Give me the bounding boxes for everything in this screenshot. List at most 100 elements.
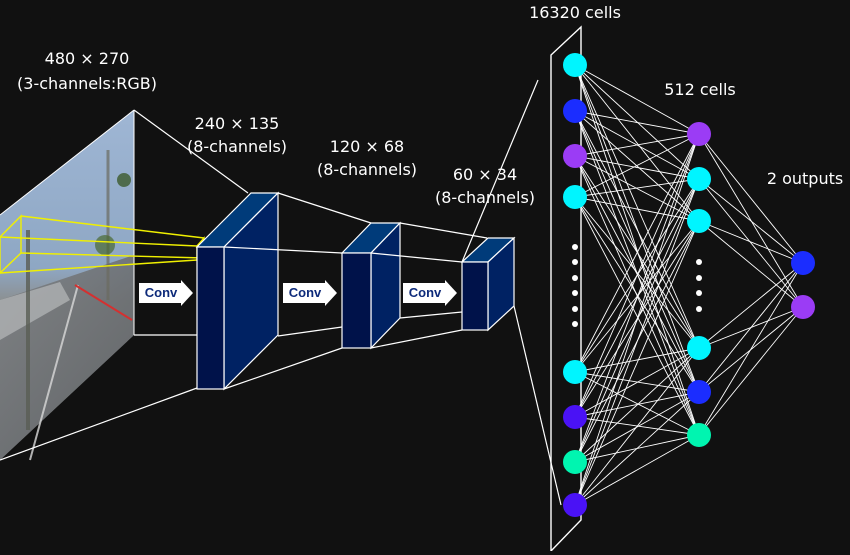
ellipsis-dot [572, 244, 578, 250]
connection-line [698, 262, 804, 393]
building-area [0, 282, 70, 340]
hidden-node [687, 122, 711, 146]
conv-block-2 [340, 221, 402, 350]
connection-line [574, 133, 700, 157]
block-front-face [461, 261, 489, 331]
ellipsis-dot [572, 259, 578, 265]
connection-line [574, 178, 700, 506]
input-image [0, 109, 135, 461]
conv-block-1 [195, 191, 280, 391]
arrow-right-icon [181, 280, 193, 306]
ellipsis-dot [696, 306, 702, 312]
flatten-node [563, 405, 587, 429]
flatten-node [563, 53, 587, 77]
connection-line [574, 371, 700, 436]
ellipsis-dot [696, 290, 702, 296]
network-connections [574, 64, 804, 506]
connection-line [574, 196, 700, 349]
connection-line [574, 110, 700, 349]
hidden-node [687, 380, 711, 404]
connection-line [574, 64, 700, 180]
tree [117, 173, 131, 187]
connection-line [574, 347, 700, 418]
conv1-channels-label: (8-channels) [186, 137, 288, 156]
input-size-label: 480 × 270 [44, 49, 130, 68]
connection-line [574, 434, 700, 506]
connection-line [574, 155, 700, 180]
connection-line [574, 133, 700, 506]
connection-line [574, 347, 700, 506]
hidden-node [687, 423, 711, 447]
conv-block-3 [460, 236, 516, 332]
conv1-size-label: 240 × 135 [194, 114, 280, 133]
connection-line [574, 220, 700, 506]
ellipsis-dot [572, 275, 578, 281]
output-node [791, 295, 815, 319]
connection-line [574, 110, 700, 135]
conv-arrow-label: Conv [408, 285, 442, 300]
ellipsis-dot [696, 275, 702, 281]
network-nodes [563, 53, 815, 517]
connection-line [574, 133, 700, 198]
edge [0, 109, 135, 216]
output-node [791, 251, 815, 275]
connection-line [574, 155, 700, 393]
connection-line [574, 220, 700, 373]
hidden-layer-label: 512 cells [664, 80, 736, 99]
ellipsis-dot [572, 321, 578, 327]
conv-arrow-label: Conv [144, 285, 178, 300]
ellipsis-dot [572, 290, 578, 296]
block-front-face [341, 252, 372, 349]
hidden-node [687, 167, 711, 191]
flatten-node [563, 144, 587, 168]
connection-line [574, 196, 700, 222]
connection-line [574, 347, 700, 463]
connection-line [574, 133, 700, 418]
arrow-right-icon [325, 280, 337, 306]
flatten-node [563, 360, 587, 384]
flatten-layer-frame [550, 25, 582, 552]
connection-line [574, 133, 700, 373]
connection-line [698, 306, 804, 436]
flatten-node [563, 185, 587, 209]
projection-lines-1 [0, 109, 249, 461]
flatten-node [563, 99, 587, 123]
connection-line [698, 178, 804, 308]
connection-line [574, 64, 700, 436]
input-channels-label: (3-channels:RGB) [17, 74, 157, 93]
block-front-face [196, 246, 225, 390]
flatten-node [563, 493, 587, 517]
conv-blocks [195, 191, 516, 391]
connection-line [698, 178, 804, 264]
lane-line [29, 284, 79, 461]
connection-line [574, 64, 700, 349]
connection-line [574, 64, 700, 135]
connection-line [574, 64, 700, 393]
conv3-channels-label: (8-channels) [434, 188, 536, 207]
connection-line [698, 220, 804, 264]
ellipsis-dot [696, 259, 702, 265]
ellipsis-dot [572, 306, 578, 312]
connection-line [698, 262, 804, 349]
connection-line [698, 133, 804, 264]
hidden-node [687, 209, 711, 233]
connection-line [698, 220, 804, 308]
connection-line [574, 196, 700, 436]
conv3-size-label: 60 × 34 [452, 165, 518, 184]
connection-line [574, 155, 700, 349]
connection-line [574, 347, 700, 373]
hidden-node [687, 336, 711, 360]
conv2-size-label: 120 × 68 [329, 137, 405, 156]
output-layer-label: 2 outputs [766, 169, 844, 188]
tree [95, 235, 115, 255]
flatten-label: 16320 cells [529, 3, 621, 22]
connection-line [574, 391, 700, 506]
connection-line [698, 262, 804, 436]
projection-lines-3 [461, 79, 562, 506]
conv2-channels-label: (8-channels) [316, 160, 418, 179]
connection-line [574, 133, 700, 463]
flatten-node [563, 450, 587, 474]
arrow-right-icon [445, 280, 457, 306]
